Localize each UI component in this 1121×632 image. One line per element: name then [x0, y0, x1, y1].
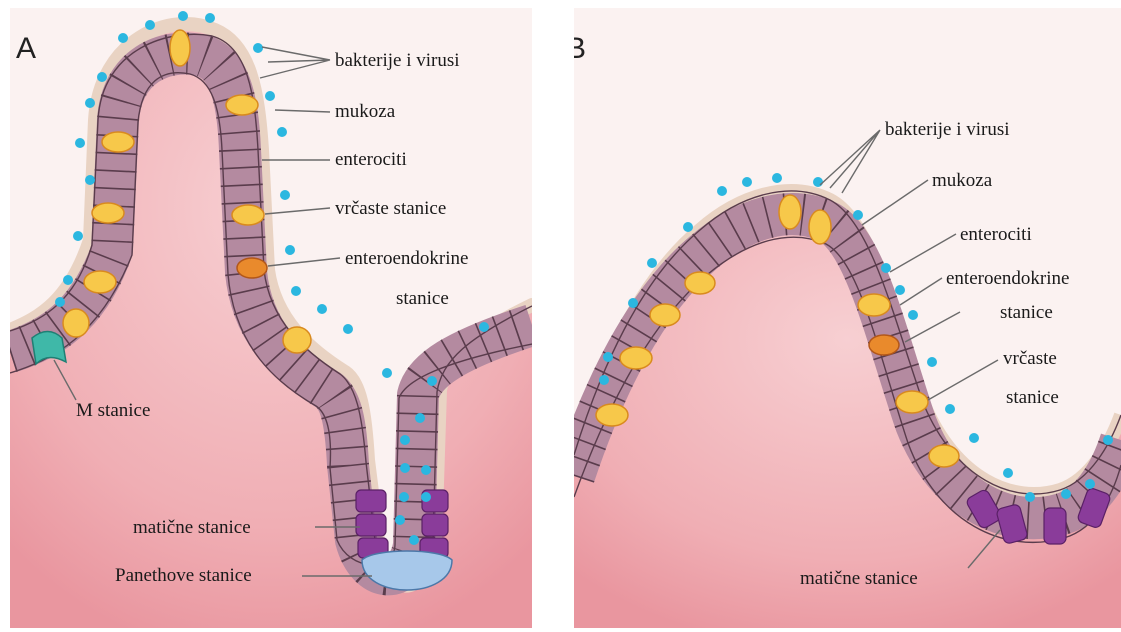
label-m-cells: M stanice	[76, 400, 150, 421]
label-paneth: Panethove stanice	[115, 565, 252, 586]
label-enteroendocrine-a-1: enteroendokrine	[345, 248, 468, 269]
label-bacteria-a: bakterije i virusi	[335, 50, 460, 71]
label-goblet-a: vrčaste stanice	[335, 198, 446, 219]
label-stem-b: matične stanice	[800, 568, 918, 589]
panel-b-letter: B	[566, 32, 586, 65]
label-mucosa-b: mukoza	[932, 170, 993, 191]
label-stem-a: matične stanice	[133, 517, 251, 538]
panel-a-letter: A	[16, 32, 36, 65]
label-enteroendocrine-a-2: stanice	[396, 288, 449, 309]
label-enteroendocrine-b-1: enteroendokrine	[946, 268, 1069, 289]
label-bacteria-b: bakterije i virusi	[885, 119, 1010, 140]
enteroendocrine-cell-a	[237, 258, 267, 278]
label-enteroendocrine-b-2: stanice	[1000, 302, 1053, 323]
label-enterocytes-a: enterociti	[335, 149, 407, 170]
label-goblet-b-1: vrčaste	[1003, 348, 1057, 369]
label-enterocytes-b: enterociti	[960, 224, 1032, 245]
enteroendocrine-cell-b	[869, 335, 899, 355]
label-goblet-b-2: stanice	[1006, 387, 1059, 408]
label-mucosa-a: mukoza	[335, 101, 396, 122]
panel-b: B bakterije i virusi mukoza enterociti e…	[566, 8, 1121, 632]
panel-a: A bakterije i virusi mukoza enterociti v…	[10, 8, 532, 632]
